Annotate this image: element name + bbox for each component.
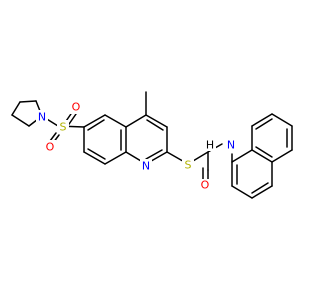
bond <box>231 185 253 199</box>
atom-label-oxygen: O <box>46 141 55 154</box>
atom-label-sulfur: S <box>60 121 67 134</box>
bond <box>251 182 269 194</box>
atom-label-hydrogen: H <box>206 139 214 152</box>
bond <box>83 114 106 128</box>
atom-label-nitrogen: N <box>227 139 235 152</box>
atom-label-background <box>199 179 211 192</box>
bond <box>231 149 253 163</box>
bond <box>146 119 164 131</box>
bond <box>251 113 273 127</box>
atom-label-background <box>225 138 237 151</box>
atom-label-oxygen: O <box>201 179 210 192</box>
atom-label-oxygen: O <box>72 101 81 114</box>
bond <box>255 118 273 130</box>
atom-label-layer: N S O O N S O N H <box>36 101 237 192</box>
atom-label-nitrogen: N <box>38 111 46 124</box>
bond <box>87 119 105 131</box>
bond <box>145 149 163 160</box>
bond <box>251 185 273 199</box>
bond <box>145 114 168 128</box>
molecule-structure-diagram: N S O O N S O N H <box>11 91 293 199</box>
bond <box>104 151 127 165</box>
atom-label-background <box>70 101 82 114</box>
atom-label-background <box>44 140 56 153</box>
atom-label-background <box>36 110 48 123</box>
bond <box>11 114 30 127</box>
bond <box>19 100 37 103</box>
bond <box>83 151 106 165</box>
atom-label-sulfur: S <box>185 159 192 172</box>
bond <box>271 113 293 127</box>
atom-label-background <box>140 159 152 172</box>
bond <box>125 114 147 128</box>
atom-label-background <box>204 138 216 151</box>
bond <box>251 149 273 163</box>
atom-label-background <box>182 158 194 171</box>
atom-label-background <box>57 120 69 133</box>
atom-label-nitrogen: N <box>142 160 150 173</box>
bond <box>104 114 127 128</box>
bond <box>11 101 21 116</box>
bond <box>271 149 293 163</box>
bond <box>87 148 106 160</box>
bond <box>255 146 273 158</box>
bond <box>49 132 57 142</box>
